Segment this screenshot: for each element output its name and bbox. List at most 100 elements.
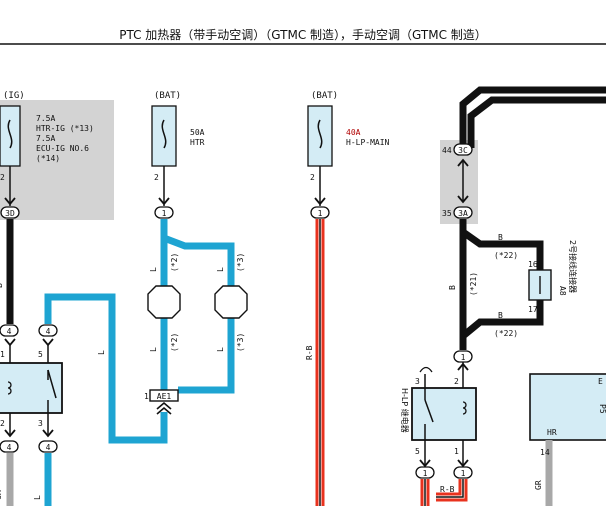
connector-relay-top-label: 1: [461, 353, 466, 362]
pin-3-left: 3: [38, 419, 43, 428]
connector-3d: [0, 206, 20, 219]
hr-unit: [529, 373, 606, 441]
relay-pin-3: 3: [415, 377, 420, 386]
ig-fuse-l2: HTR-IG (*13): [36, 124, 94, 133]
component-b: [214, 285, 248, 319]
pin-5-left: 5: [38, 350, 43, 359]
connector-4c: [0, 440, 19, 453]
note-2b: (*2): [170, 333, 179, 352]
note-22b: (*22): [494, 329, 518, 338]
note-2a: (*2): [170, 253, 179, 272]
connector-3c: [453, 143, 473, 156]
htr-source: (BAT): [154, 91, 181, 101]
junction-label: 2号接线连接器: [568, 240, 578, 293]
note-3b: (*3): [236, 333, 245, 352]
pin-17: 17: [528, 305, 538, 314]
page-title: PTC 加热器（带手动空调）（GTMC 制造），手动空调（GTMC 制造）: [119, 28, 487, 42]
wire-b-lower: [460, 300, 544, 339]
relay-hlp-coil: [462, 401, 467, 415]
pin-16: 16: [528, 260, 538, 269]
relay-hlp-label: H-LP 继电器: [400, 388, 410, 433]
htr-pin-top: 2: [154, 173, 159, 182]
ig-fuse-l5: (*14): [36, 154, 60, 163]
relay-pin-5: 5: [415, 447, 420, 456]
hlp-fuse-l1: 40A: [346, 128, 361, 137]
ig-fuse-l4: ECU-IG NO.6: [36, 144, 89, 153]
connector-relay-b1: [415, 466, 435, 479]
connector-relay-b1-label: 1: [423, 469, 428, 478]
relay-pin-1: 1: [454, 447, 459, 456]
connector-relay-b2: [453, 466, 473, 479]
pin-2-left: 2: [0, 419, 5, 428]
ig-fuse-l1: 7.5A: [36, 114, 55, 123]
hlp-fuse-l2: H-LP-MAIN: [346, 138, 390, 147]
connector-ae1-label: AE1: [157, 392, 172, 401]
relay-hlp: [411, 387, 477, 441]
wire-b-mid-label: B: [448, 285, 457, 290]
connector-3d-label: 3D: [5, 209, 15, 218]
component-a: [147, 285, 181, 319]
relay-left-coil: [7, 381, 12, 395]
fuse-htr-symbol: [161, 119, 167, 149]
wire-b-top-label: B: [498, 233, 503, 242]
connector-4b: [38, 324, 58, 337]
note-3a: (*3): [236, 253, 245, 272]
relay-pin-2: 2: [454, 377, 459, 386]
wire-l-loop: [44, 293, 168, 444]
connector-hlp-label: 1: [318, 209, 323, 218]
wire-l-mid-label: L: [97, 350, 106, 355]
connector-4c-label: 4: [7, 443, 12, 452]
hr-side-label: P5: [598, 404, 606, 414]
wire-b-top: [459, 86, 606, 150]
ig-arrow: [4, 197, 16, 206]
arrow-4a: [4, 338, 16, 347]
wire-b-bottom-label: B: [498, 311, 503, 320]
ig-source: (IG): [3, 91, 25, 101]
relay-left-switch: [47, 369, 57, 399]
ig-pin-top: 2: [0, 173, 5, 182]
wire-l-b1-label: L: [216, 267, 225, 272]
wire-l-a2-label: L: [149, 347, 158, 352]
wire-l-b: [162, 234, 235, 394]
connector-htr-label: 1: [162, 209, 167, 218]
note-21: (*21): [469, 272, 478, 296]
wire-l-a1-label: L: [149, 267, 158, 272]
connector-relay-b2-label: 1: [461, 469, 466, 478]
connector-4d: [38, 440, 58, 453]
connector-4a-label: 4: [7, 327, 12, 336]
pin-14: 14: [540, 448, 550, 457]
htr-fuse-l1: 50A: [190, 128, 205, 137]
wire-b-upper: [460, 229, 544, 270]
connector-hlp: [310, 206, 330, 219]
hr-label: HR: [547, 428, 557, 437]
connector-3a-label: 3A: [458, 209, 468, 218]
hr-corner-label: E: [598, 377, 603, 386]
relay-hlp-switch: [424, 399, 434, 423]
connector-3a: [453, 206, 473, 219]
arrow-4b: [42, 338, 54, 347]
connector-ae1-pin: 1: [144, 392, 149, 401]
junction-code: A8: [558, 286, 567, 296]
connector-4b-label: 4: [46, 327, 51, 336]
connector-3c-label: 3C: [458, 146, 468, 155]
pin-35: 35: [442, 209, 452, 218]
wire-gr-left-label: GR: [0, 490, 3, 500]
htr-fuse-l2: HTR: [190, 138, 205, 147]
wire-b-left-label: B: [0, 283, 4, 288]
connector-ae1: [149, 389, 179, 402]
hlp-source: (BAT): [311, 91, 338, 101]
connector-htr: [154, 206, 174, 219]
wire-rb-bottom-label: R-B: [440, 485, 455, 494]
tilde-mark: [419, 366, 433, 373]
hlp-pin-top: 2: [310, 173, 315, 182]
connector-4d-label: 4: [46, 443, 51, 452]
wire-l-bottom-label: L: [33, 495, 42, 500]
wire-gr-right-label: GR: [534, 480, 543, 490]
connector-4a: [0, 324, 19, 337]
ae1-arrows: [156, 401, 172, 415]
wire-l-b2-label: L: [216, 347, 225, 352]
wire-rb-label: R-B: [305, 345, 314, 360]
wire-b-top2: [467, 96, 606, 148]
